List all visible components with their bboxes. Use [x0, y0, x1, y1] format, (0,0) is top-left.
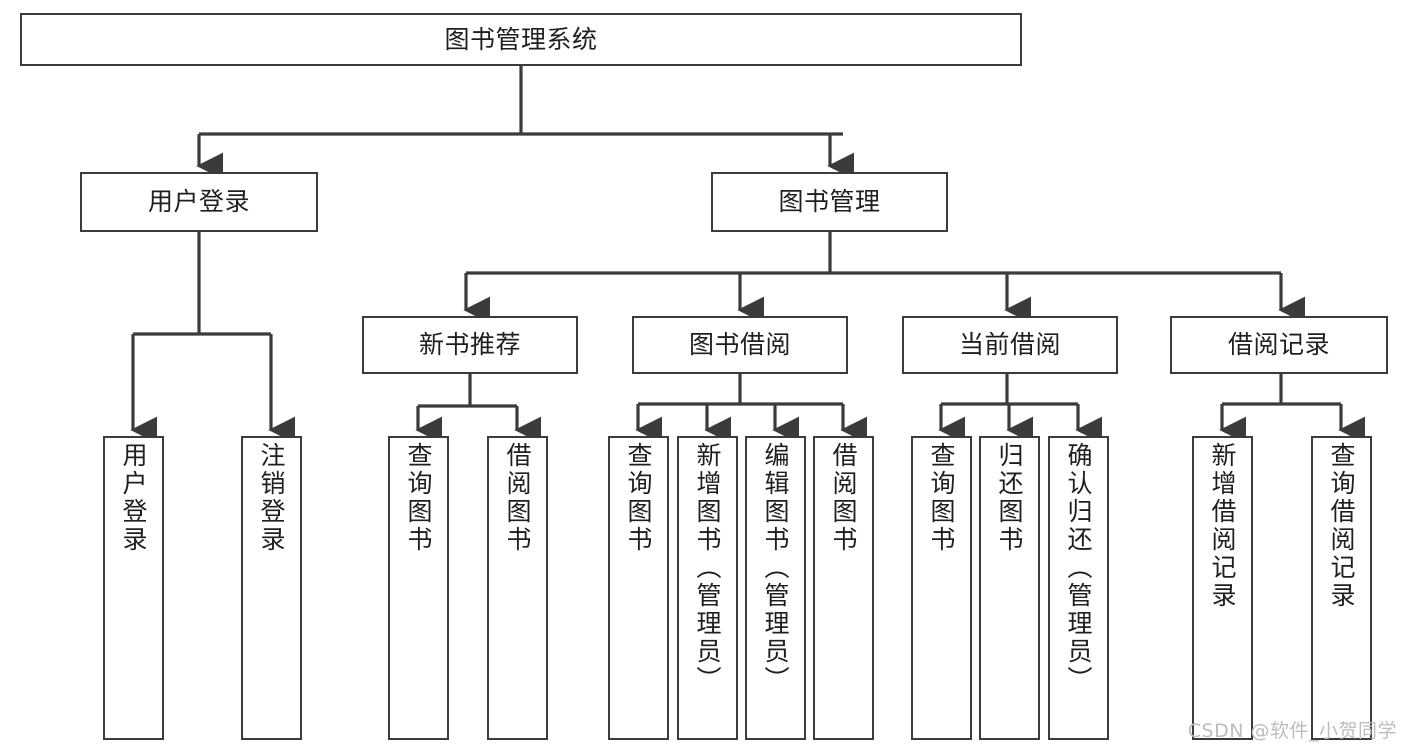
- node-label: 新书推荐: [418, 330, 521, 359]
- node-label: 查询借阅记录: [1327, 442, 1356, 610]
- node-label: 借阅图书: [829, 442, 858, 554]
- node-book-borrowing[interactable]: 图书借阅: [632, 316, 848, 374]
- node-leaf-confirm-return-admin[interactable]: 确认归还（管理员）: [1048, 436, 1109, 740]
- node-leaf-query-book-current[interactable]: 查询图书: [911, 436, 972, 740]
- node-leaf-borrow-book-borrow[interactable]: 借阅图书: [813, 436, 874, 740]
- node-label: 归还图书: [995, 442, 1024, 554]
- node-leaf-user-login[interactable]: 用户登录: [103, 436, 164, 740]
- node-borrow-records[interactable]: 借阅记录: [1170, 316, 1388, 374]
- node-label: 用户登录: [119, 442, 148, 554]
- node-book-management[interactable]: 图书管理: [711, 172, 948, 232]
- node-leaf-add-book-admin[interactable]: 新增图书（管理员）: [677, 436, 738, 740]
- node-leaf-return-book[interactable]: 归还图书: [979, 436, 1040, 740]
- node-current-borrowing[interactable]: 当前借阅: [902, 316, 1118, 374]
- node-label: 新增图书（管理员）: [693, 442, 722, 694]
- node-label: 确认归还（管理员）: [1064, 442, 1093, 694]
- node-label: 查询图书: [404, 442, 433, 554]
- node-label: 图书管理系统: [444, 24, 598, 54]
- node-leaf-add-borrow-record[interactable]: 新增借阅记录: [1192, 436, 1253, 740]
- node-label: 借阅图书: [503, 442, 532, 554]
- node-label: 新增借阅记录: [1208, 442, 1237, 610]
- node-label: 用户登录: [147, 187, 250, 216]
- node-label: 当前借阅: [958, 330, 1061, 359]
- node-label: 查询图书: [927, 442, 956, 554]
- node-leaf-user-logout[interactable]: 注销登录: [241, 436, 302, 740]
- node-label: 图书借阅: [688, 330, 791, 359]
- node-new-book-recommendation[interactable]: 新书推荐: [362, 316, 578, 374]
- node-label: 借阅记录: [1227, 330, 1330, 359]
- node-label: 查询图书: [624, 442, 653, 554]
- node-leaf-edit-book-admin[interactable]: 编辑图书（管理员）: [745, 436, 806, 740]
- node-leaf-query-book-borrow[interactable]: 查询图书: [608, 436, 669, 740]
- node-leaf-query-borrow-record[interactable]: 查询借阅记录: [1311, 436, 1372, 740]
- csdn-watermark: CSDN @软件_小贺同学: [1187, 720, 1397, 742]
- node-root-book-management-system[interactable]: 图书管理系统: [20, 13, 1022, 66]
- node-leaf-borrow-book-newbook[interactable]: 借阅图书: [487, 436, 548, 740]
- node-user-login[interactable]: 用户登录: [80, 172, 318, 232]
- node-label: 图书管理: [778, 187, 881, 216]
- node-leaf-query-book-newbook[interactable]: 查询图书: [388, 436, 449, 740]
- node-label: 注销登录: [257, 442, 286, 554]
- node-label: 编辑图书（管理员）: [761, 442, 790, 694]
